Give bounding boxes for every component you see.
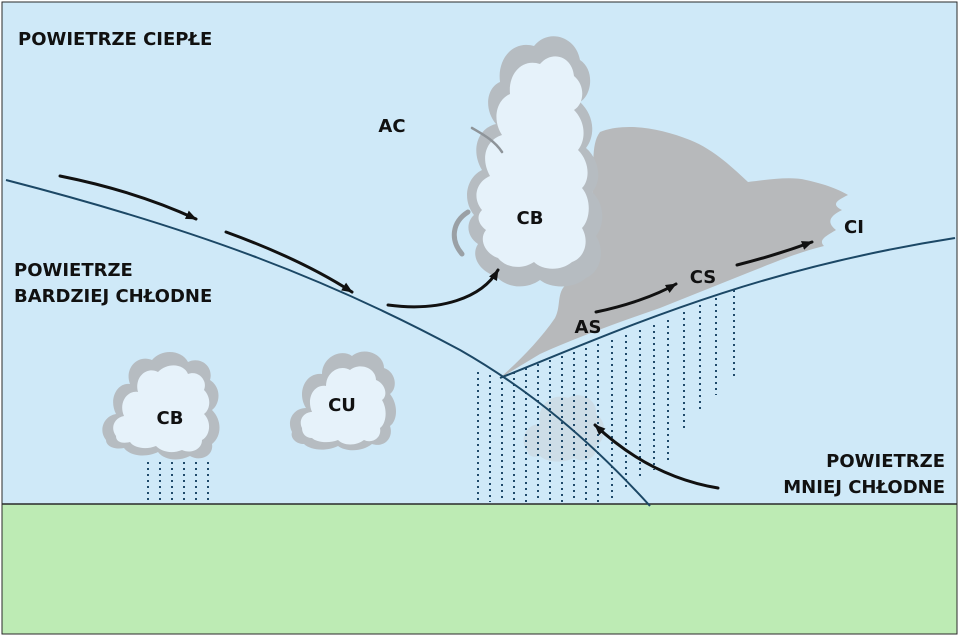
less-cold-air-label-line1: POWIETRZE [826, 451, 945, 472]
cold-front-surface [5, 179, 651, 507]
cumulus-cloud-icon [289, 351, 396, 451]
less-cold-air-label-line2: MNIEJ CHŁODNE [783, 477, 945, 498]
flow-arrow-icon [58, 174, 814, 490]
colder-air-label-line1: POWIETRZE [14, 260, 133, 281]
cumulonimbus-cloud-icon [451, 36, 603, 287]
colder-air-label-line2: BARDZIEJ CHŁODNE [14, 286, 212, 307]
anvil-cloud-shape [500, 126, 848, 379]
as-cloud-label: AS [575, 317, 602, 338]
cu-cloud-label: CU [328, 395, 356, 416]
small-cumulonimbus-cloud-icon [102, 351, 220, 460]
rain-streaks-icon [147, 290, 735, 502]
faint-cloud-icon [523, 395, 605, 462]
ac-cloud-label: AC [378, 116, 405, 137]
ground [1, 503, 958, 635]
warm-air-label: POWIETRZE CIEPŁE [18, 29, 212, 50]
warm-front-surface [499, 237, 956, 379]
cb-main-cloud-label: CB [517, 208, 544, 229]
cs-cloud-label: CS [690, 267, 717, 288]
ci-cloud-label: CI [844, 217, 864, 238]
cb-small-cloud-label: CB [157, 408, 184, 429]
